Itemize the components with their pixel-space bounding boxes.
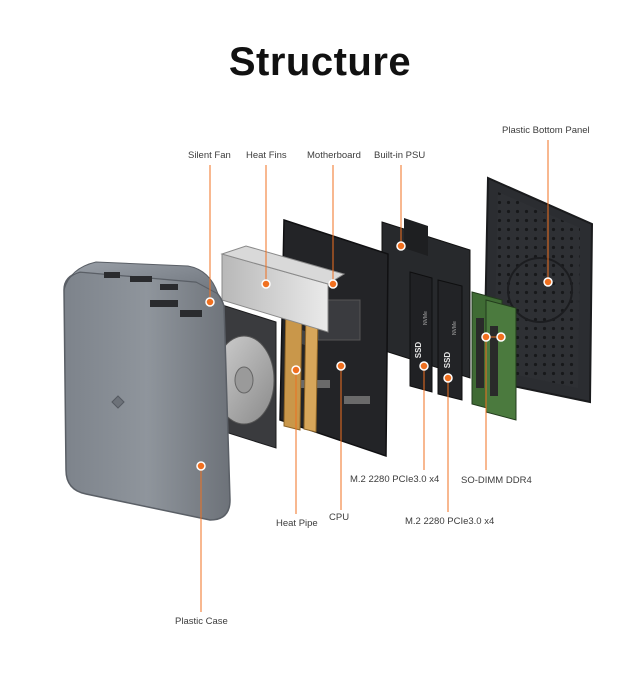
label-built-in-psu: Built-in PSU (374, 150, 426, 161)
label-cpu: CPU (329, 512, 350, 523)
dot-ssd-1 (419, 361, 429, 371)
dot-ram-2 (496, 332, 506, 342)
dot-psu (396, 241, 406, 251)
ssd-2-part: SSD NVMe (437, 279, 463, 401)
dot-cpu (336, 361, 346, 371)
ssd-1-part: SSD NVMe (409, 271, 433, 393)
dot-bottom-panel (543, 277, 553, 287)
ram-part (471, 291, 517, 421)
heat-fins-part (220, 245, 346, 333)
label-m2-ssd-1: M.2 2280 PCIe3.0 x4 (350, 474, 440, 485)
ssd-1-brand: NVMe (423, 311, 429, 325)
label-heat-pipe: Heat Pipe (276, 518, 318, 529)
label-silent-fan: Silent Fan (188, 150, 231, 161)
ssd-2-text: SSD (443, 352, 452, 369)
label-plastic-case: Plastic Case (175, 616, 228, 627)
dot-heat-pipe (291, 365, 301, 375)
dot-silent-fan (205, 297, 215, 307)
ssd-2-brand: NVMe (452, 321, 458, 335)
case-part (63, 261, 231, 521)
label-so-dimm: SO-DIMM DDR4 (461, 475, 532, 486)
ssd-1-text: SSD (414, 342, 423, 359)
label-m2-ssd-2: M.2 2280 PCIe3.0 x4 (405, 516, 495, 527)
dot-case (196, 461, 206, 471)
callout-dots (196, 241, 553, 471)
dot-ram-1 (481, 332, 491, 342)
label-plastic-bottom-panel: Plastic Bottom Panel (502, 125, 590, 136)
dot-ssd-2 (443, 373, 453, 383)
label-heat-fins: Heat Fins (246, 150, 287, 161)
page-title: Structure (228, 40, 412, 84)
leader-lines (200, 140, 549, 612)
dot-heat-fins (261, 279, 271, 289)
dot-motherboard (328, 279, 338, 289)
label-motherboard: Motherboard (307, 150, 361, 161)
